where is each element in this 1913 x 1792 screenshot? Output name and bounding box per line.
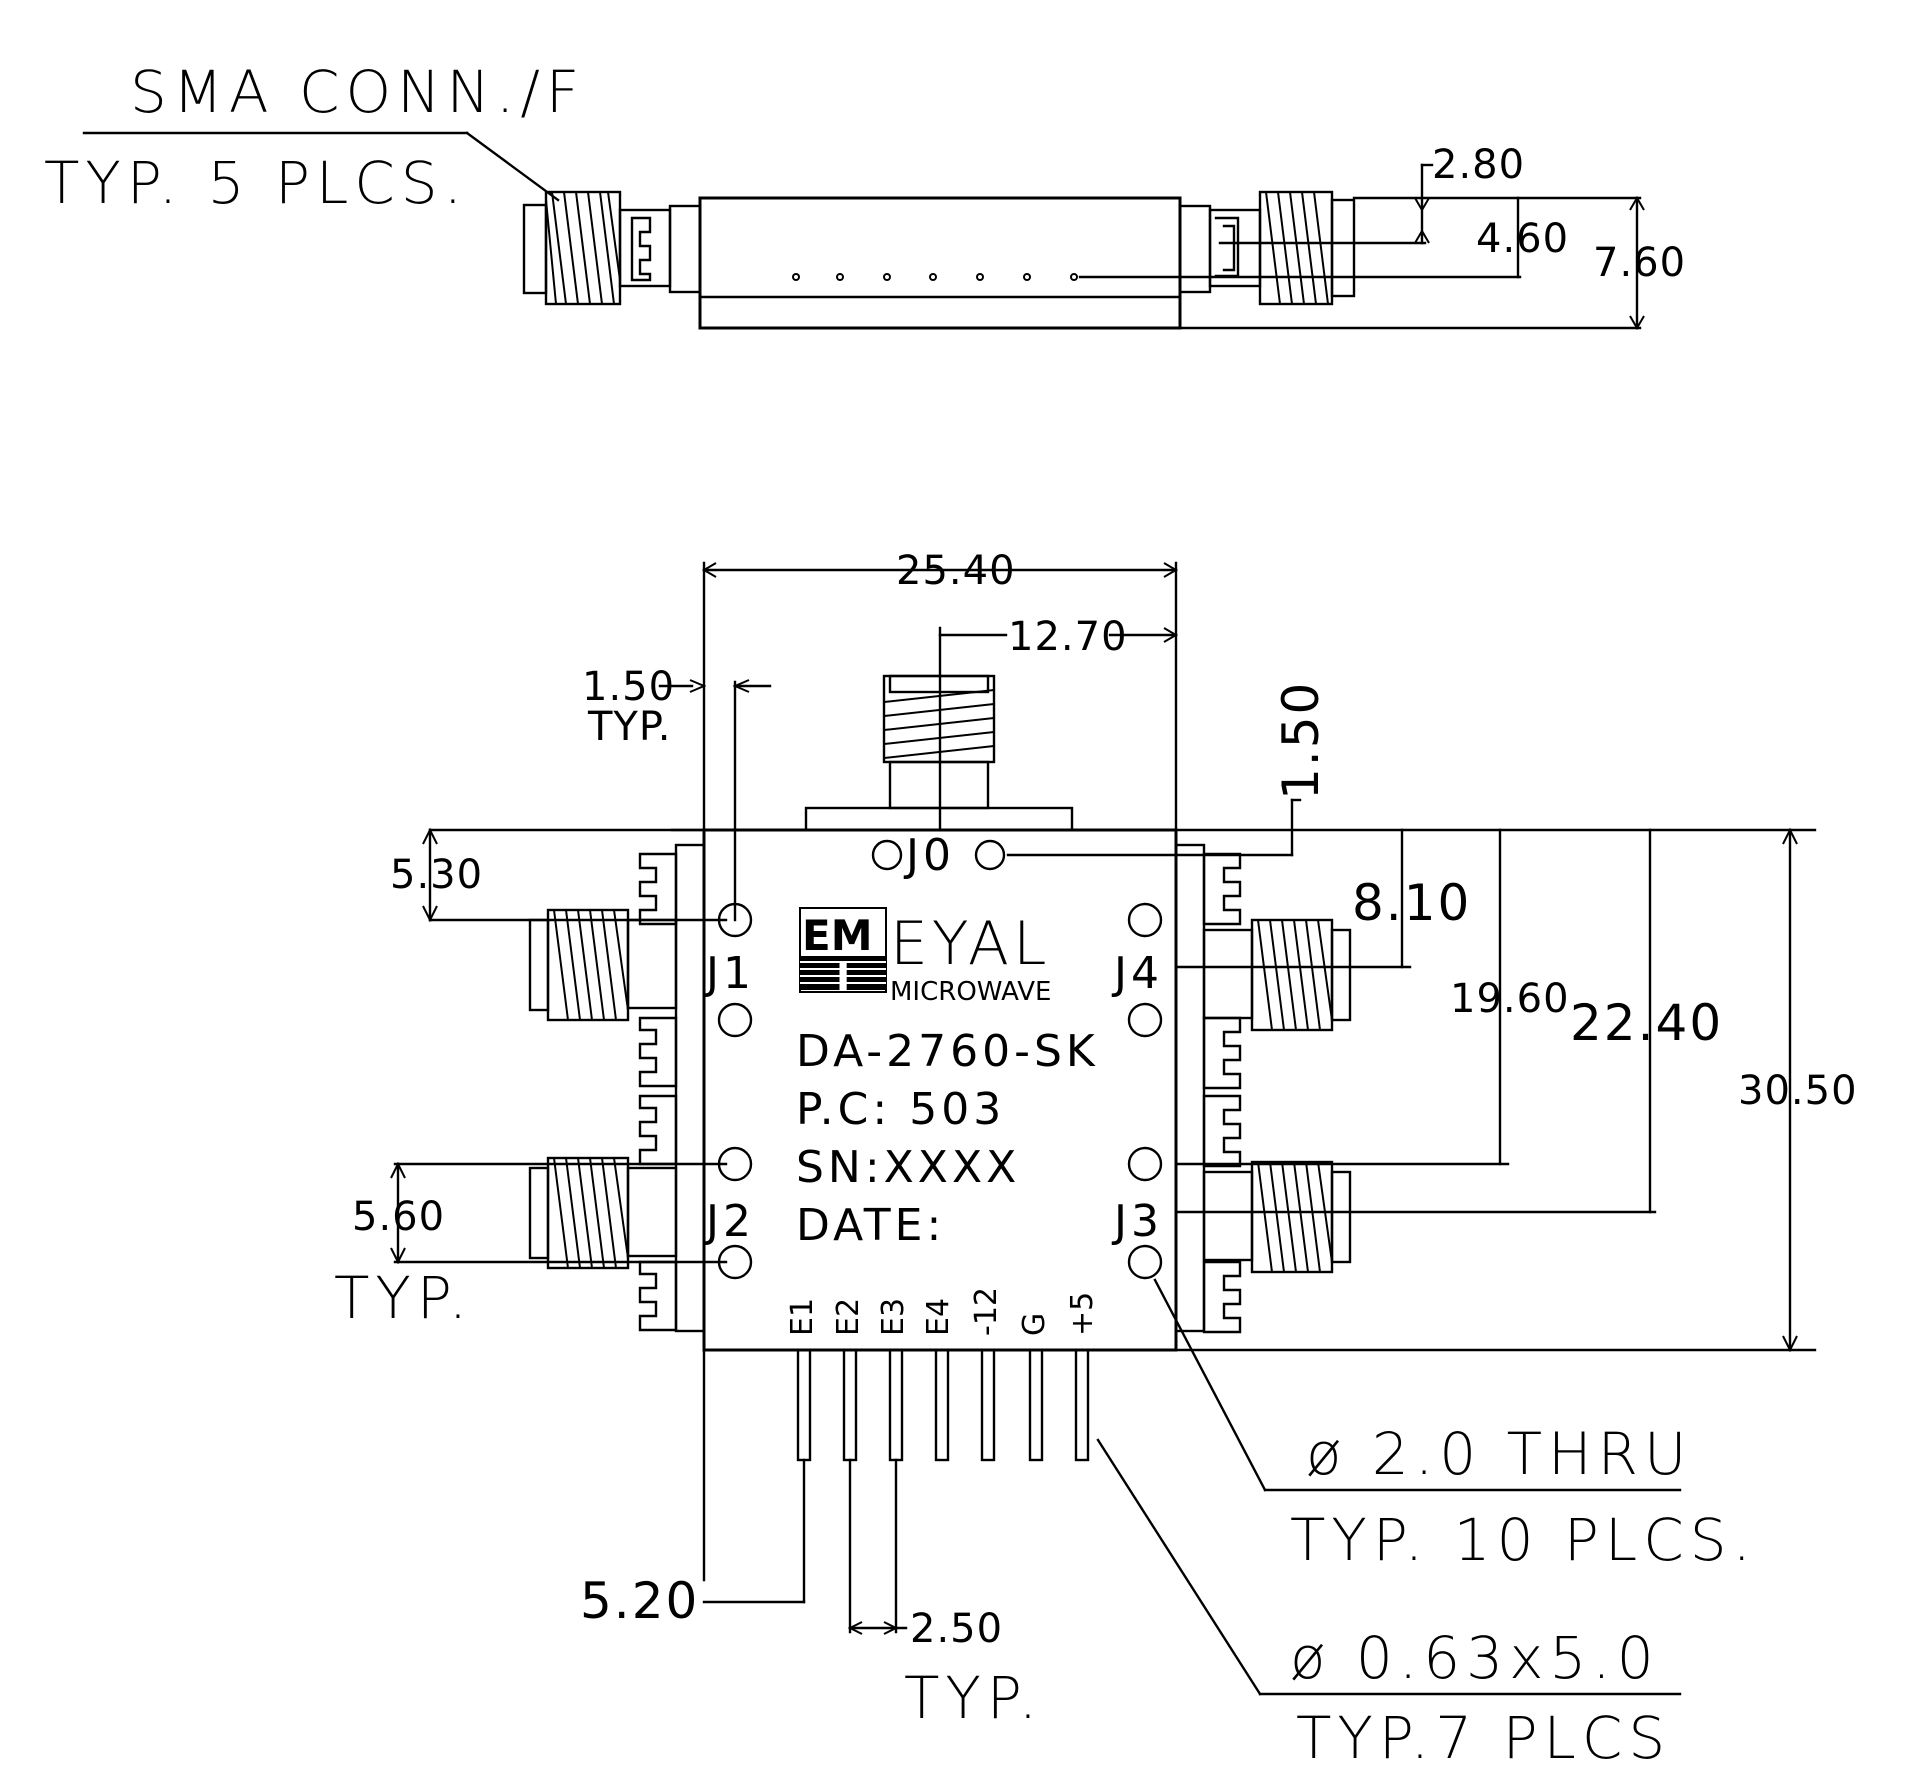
- port-label-j1: J1: [703, 948, 755, 999]
- pin-label: E3: [876, 1298, 911, 1336]
- dim-5-60-typ: TYP.: [334, 1264, 473, 1332]
- svg-text:I: I: [836, 955, 850, 999]
- top-view: 25.40 12.70 1.50 TYP. 1.50 8.10 19.60: [334, 548, 1858, 1772]
- dim-25-40: 25.40: [896, 548, 1016, 594]
- svg-text:EM: EM: [802, 911, 873, 960]
- dim-1-50-top: 1.50: [1272, 681, 1330, 800]
- dim-12-70: 12.70: [1008, 614, 1128, 660]
- pin-label: G: [1017, 1313, 1052, 1336]
- port-label-j2: J2: [703, 1196, 755, 1247]
- dim-5-60: 5.60: [352, 1194, 445, 1240]
- pc-code: P.C: 503: [796, 1084, 1005, 1135]
- dim-1-50-typ-label: TYP.: [587, 704, 671, 750]
- mounting-holes: [717, 839, 1163, 1280]
- brand-subtitle: MICROWAVE: [890, 977, 1051, 1007]
- thru-hole-note-line2: TYP. 10 PLCS.: [1290, 1506, 1757, 1574]
- pin-label: E2: [831, 1298, 866, 1336]
- brand-name: EYAL: [890, 909, 1050, 979]
- left-sma-connector: [522, 190, 702, 306]
- pin-note-line2: TYP.7 PLCS: [1296, 1704, 1671, 1772]
- dim-30-50: 30.50: [1738, 1068, 1858, 1114]
- port-label-j0: J0: [903, 830, 955, 881]
- date-field: DATE:: [796, 1200, 945, 1251]
- sma-note-line1: SMA CONN./F: [130, 58, 585, 126]
- sma-note-line2: TYP. 5 PLCS.: [44, 149, 468, 217]
- dim-19-60: 19.60: [1450, 976, 1570, 1022]
- pin-note-line1: ø 0.63x5.0: [1290, 1624, 1660, 1692]
- dim-2-80: 2.80: [1432, 142, 1525, 188]
- serial-number: SN:XXXX: [796, 1142, 1020, 1193]
- eyal-microwave-logo: EM I: [799, 907, 887, 999]
- pin-label: -12: [969, 1287, 1004, 1336]
- j4-sma-connector: [1174, 843, 1352, 1333]
- pin-labels: E1 E2 E3 E4 -12 G +5: [785, 1287, 1100, 1336]
- dim-2-50-typ: TYP.: [904, 1664, 1043, 1732]
- right-sma-connector: [1178, 190, 1356, 306]
- j1-sma-connector: [528, 843, 706, 1333]
- pin-label: E1: [785, 1298, 820, 1336]
- model-number: DA-2760-SK: [796, 1026, 1099, 1077]
- side-view: SMA CONN./F TYP. 5 PLCS.: [44, 58, 1686, 330]
- pins: [796, 1348, 1090, 1462]
- dim-5-20: 5.20: [580, 1572, 699, 1630]
- dim-2-50: 2.50: [910, 1606, 1003, 1652]
- dim-7-60: 7.60: [1593, 240, 1686, 286]
- port-label-j3: J3: [1111, 1196, 1163, 1247]
- dim-8-10: 8.10: [1352, 874, 1471, 932]
- j3-sma-connector: [1202, 1160, 1352, 1334]
- dim-4-60: 4.60: [1476, 216, 1569, 262]
- dim-22-40: 22.40: [1570, 994, 1723, 1052]
- dim-1-50-typ: 1.50: [582, 664, 675, 710]
- j2-sma-connector: [528, 1156, 678, 1332]
- port-label-j4: J4: [1111, 948, 1163, 999]
- thru-hole-note-line1: ø 2.0 THRU: [1306, 1420, 1692, 1488]
- pin-label: E4: [921, 1298, 956, 1336]
- pin-label: +5: [1065, 1292, 1100, 1336]
- pin-dots: [792, 273, 1078, 281]
- dim-5-30: 5.30: [390, 852, 483, 898]
